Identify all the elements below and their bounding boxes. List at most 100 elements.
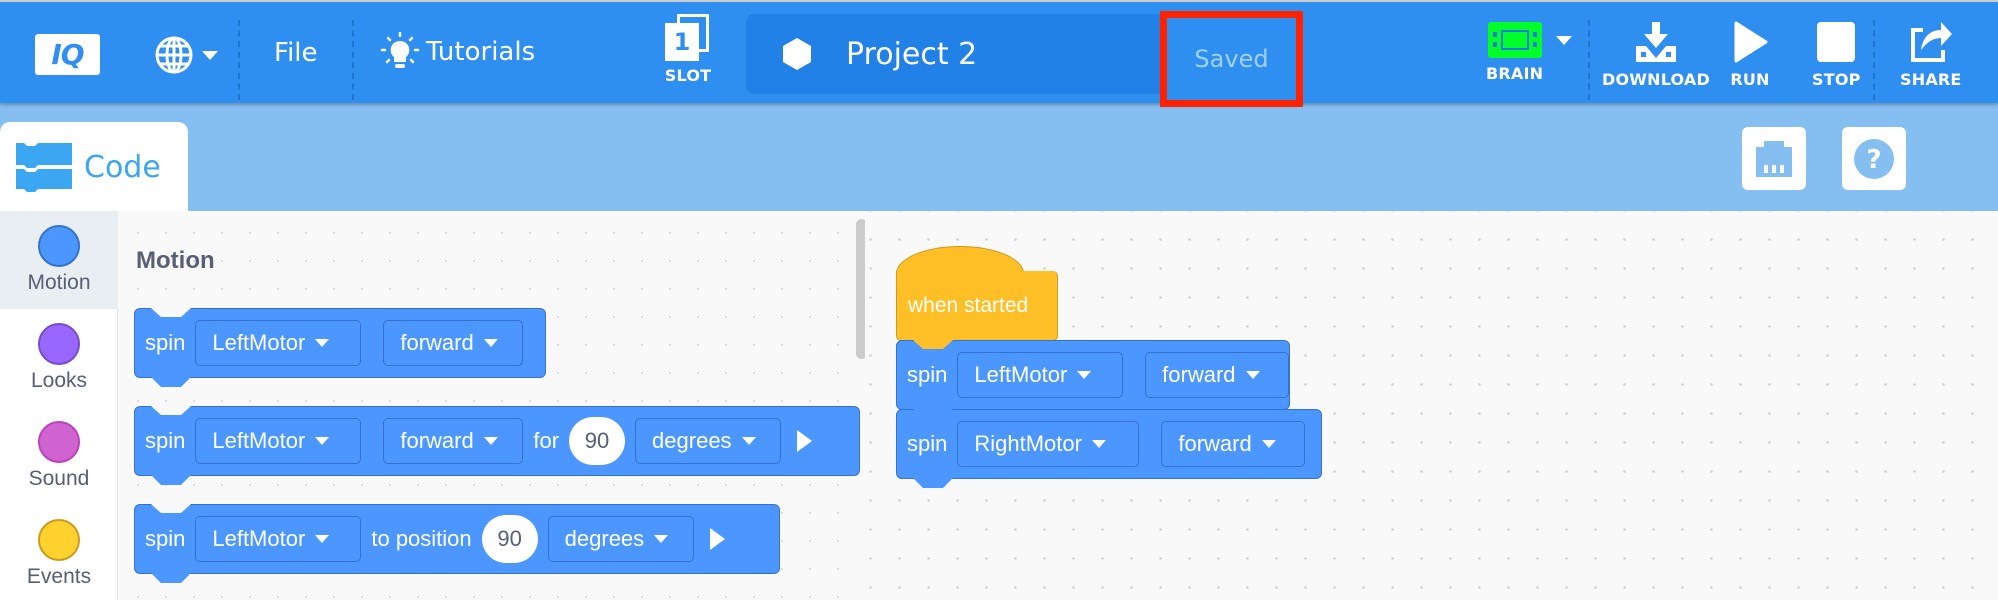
project-name-field[interactable]: Project 2	[746, 14, 1164, 94]
category-looks[interactable]: Looks	[0, 309, 118, 407]
download-icon	[1635, 22, 1676, 62]
tab-code[interactable]: Code	[0, 122, 188, 212]
file-menu[interactable]: File	[274, 38, 318, 68]
help-button[interactable]: ?	[1842, 127, 1906, 190]
slot-button[interactable]: 1 SLOT	[660, 14, 716, 85]
dropdown-arrow-icon	[483, 437, 498, 445]
block-label: spin	[907, 431, 948, 456]
divider	[1873, 20, 1875, 100]
category-sidebar: Motion Looks Sound Events	[0, 211, 118, 600]
block-label: spin	[907, 362, 948, 387]
slot-icon: 1	[665, 14, 711, 61]
block-label: for	[533, 428, 560, 453]
download-label: DOWNLOAD	[1602, 70, 1710, 89]
dropdown-value: LeftMotor	[212, 526, 306, 551]
sound-color-icon	[38, 421, 80, 463]
motor-dropdown[interactable]: LeftMotor	[195, 320, 362, 366]
run-block-icon[interactable]	[797, 430, 813, 452]
slot-label: SLOT	[664, 66, 712, 85]
svg-text:?: ?	[1866, 145, 1881, 175]
divider	[1588, 20, 1590, 100]
iq-logo: IQ	[35, 34, 100, 75]
looks-color-icon	[38, 323, 80, 365]
help-icon: ?	[1854, 138, 1894, 179]
dropdown-arrow-icon	[741, 437, 756, 445]
tutorials-button[interactable]: Tutorials	[380, 32, 535, 72]
block-label: to position	[371, 526, 472, 551]
direction-dropdown[interactable]: forward	[1161, 421, 1306, 467]
dropdown-arrow-icon	[315, 535, 330, 543]
lightbulb-icon	[380, 32, 420, 68]
category-events[interactable]: Events	[0, 505, 118, 600]
unit-dropdown[interactable]: degrees	[635, 418, 782, 464]
stop-icon	[1817, 22, 1856, 62]
dropdown-value: forward	[1162, 362, 1236, 387]
run-button[interactable]: RUN	[1730, 20, 1770, 89]
dropdown-arrow-icon	[1261, 440, 1276, 448]
motor-dropdown[interactable]: LeftMotor	[195, 418, 362, 464]
share-icon	[1910, 22, 1952, 62]
when-started-block[interactable]: when started	[896, 271, 1058, 341]
dropdown-arrow-icon	[483, 339, 498, 347]
amount-input[interactable]: 90	[569, 417, 626, 465]
motor-dropdown[interactable]: LeftMotor	[957, 352, 1124, 398]
share-button[interactable]: SHARE	[1900, 18, 1962, 89]
category-motion[interactable]: Motion	[0, 211, 118, 309]
dropdown-value: forward	[400, 330, 474, 355]
dropdown-arrow-icon	[654, 535, 669, 543]
unit-dropdown[interactable]: degrees	[547, 516, 694, 562]
category-label: Sound	[28, 467, 90, 490]
language-menu-button[interactable]	[154, 33, 226, 77]
dropdown-value: forward	[1178, 431, 1252, 456]
dropdown-value: degrees	[652, 428, 732, 453]
chevron-down-icon	[202, 50, 218, 60]
globe-icon	[155, 36, 193, 74]
dropdown-arrow-icon	[315, 437, 330, 445]
amount-input[interactable]: 90	[481, 515, 538, 563]
spin-block[interactable]: spin RightMotor forward	[896, 409, 1322, 479]
save-status-highlight: Saved	[1160, 11, 1303, 107]
divider	[352, 20, 354, 100]
block-label: when started	[908, 293, 1029, 317]
direction-dropdown[interactable]: forward	[1145, 352, 1289, 398]
motion-color-icon	[38, 225, 80, 267]
brain-button[interactable]: BRAIN	[1486, 22, 1573, 83]
spin-to-position-block[interactable]: spin LeftMotor to position 90 degrees	[134, 504, 780, 574]
slot-number: 1	[665, 23, 699, 61]
category-sound[interactable]: Sound	[0, 407, 118, 505]
dropdown-arrow-icon	[1245, 371, 1260, 379]
direction-dropdown[interactable]: forward	[383, 320, 524, 366]
device-port-button[interactable]	[1742, 127, 1806, 190]
dropdown-value: degrees	[564, 526, 645, 551]
download-button[interactable]: DOWNLOAD	[1602, 20, 1710, 89]
share-label: SHARE	[1900, 70, 1962, 89]
direction-dropdown[interactable]: forward	[383, 418, 524, 464]
motor-dropdown[interactable]: RightMotor	[957, 421, 1140, 467]
palette-section-title: Motion	[136, 247, 215, 274]
chevron-down-icon	[1555, 35, 1572, 45]
run-block-icon[interactable]	[709, 528, 725, 550]
category-label: Motion	[27, 271, 91, 294]
dropdown-value: LeftMotor	[212, 330, 306, 355]
events-color-icon	[38, 519, 80, 561]
tutorials-label: Tutorials	[426, 37, 536, 67]
stop-button[interactable]: STOP	[1812, 20, 1861, 89]
dropdown-value: RightMotor	[974, 431, 1082, 456]
code-workspace[interactable]: when started spin LeftMotor forward spin…	[865, 211, 1998, 600]
divider	[238, 20, 240, 100]
spin-for-block[interactable]: spin LeftMotor forward for 90 degrees	[134, 406, 860, 476]
stop-label: STOP	[1812, 70, 1861, 89]
palette-scrollbar[interactable]	[856, 219, 865, 359]
dropdown-value: forward	[400, 428, 474, 453]
dropdown-value: LeftMotor	[974, 362, 1068, 387]
hexagon-icon	[783, 38, 811, 70]
motor-dropdown[interactable]: LeftMotor	[195, 516, 362, 562]
save-status: Saved	[1194, 45, 1269, 73]
spin-block[interactable]: spin LeftMotor forward	[896, 340, 1290, 410]
dropdown-arrow-icon	[315, 339, 330, 347]
category-label: Looks	[30, 369, 88, 392]
spin-block[interactable]: spin LeftMotor forward	[134, 308, 546, 378]
top-menu-bar: IQ File	[0, 0, 1998, 107]
play-icon	[1734, 21, 1768, 63]
